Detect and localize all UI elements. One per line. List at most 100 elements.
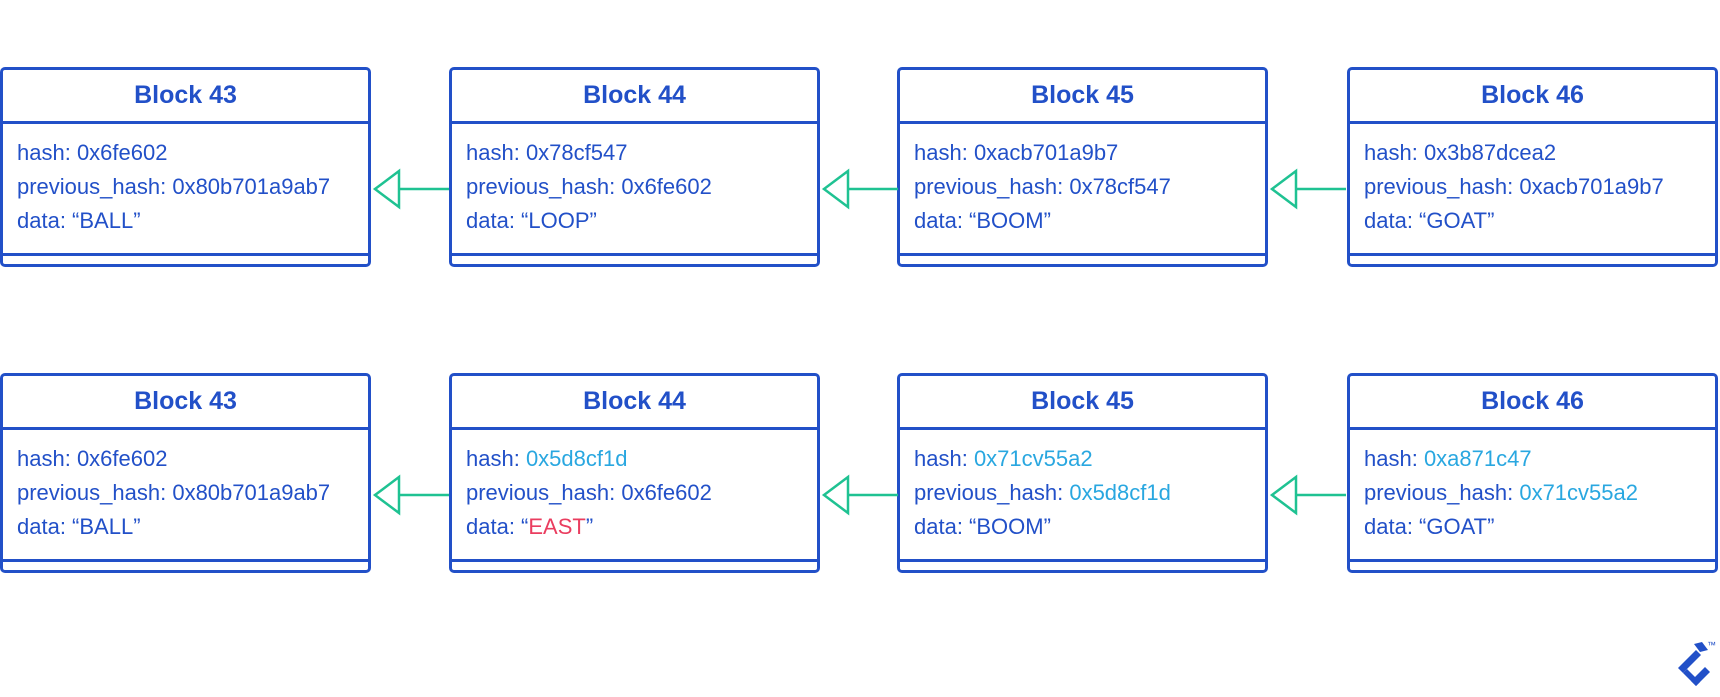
hash-label: hash: <box>1364 140 1424 165</box>
block-frame <box>449 67 820 267</box>
hash-line: hash: 0x71cv55a2 <box>914 442 1262 476</box>
data-value: GOAT <box>1426 514 1488 539</box>
data-close-quote: ” <box>133 208 141 233</box>
data-line: data: “GOAT” <box>1364 510 1712 544</box>
previous-hash-value: 0x80b701a9ab7 <box>172 174 331 199</box>
toptal-logo-icon: ™ <box>1672 638 1720 692</box>
block-title: Block 45 <box>900 376 1265 430</box>
block-frame <box>0 67 371 267</box>
hash-value: 0xacb701a9b7 <box>973 140 1119 165</box>
chain-link-arrow <box>820 373 900 573</box>
data-close-quote: ” <box>1487 514 1495 539</box>
data-close-quote: ” <box>589 208 597 233</box>
hash-line: hash: 0x6fe602 <box>17 442 365 476</box>
data-close-quote: ” <box>1487 208 1495 233</box>
data-value: BOOM <box>976 514 1044 539</box>
data-label: data: “ <box>1364 514 1427 539</box>
previous-hash-line: previous_hash: 0x80b701a9ab7 <box>17 476 365 510</box>
block-frame <box>0 373 371 573</box>
previous-hash-line: previous_hash: 0x6fe602 <box>466 170 814 204</box>
hash-value: 0xa871c47 <box>1423 446 1532 471</box>
block-frame <box>897 373 1268 573</box>
block-footer-rule <box>452 253 817 256</box>
previous-hash-label: previous_hash: <box>914 480 1070 505</box>
previous-hash-value: 0xacb701a9b7 <box>1519 174 1664 199</box>
data-label: data: “ <box>1364 208 1427 233</box>
previous-hash-value: 0x6fe602 <box>621 480 712 505</box>
hash-line: hash: 0xacb701a9b7 <box>914 136 1262 170</box>
previous-hash-value: 0x71cv55a2 <box>1519 480 1638 505</box>
previous-hash-value: 0x80b701a9ab7 <box>172 480 331 505</box>
previous-hash-value: 0x78cf547 <box>1069 174 1171 199</box>
data-label: data: “ <box>17 514 80 539</box>
hash-value: 0x6fe602 <box>76 446 168 471</box>
data-line: data: “BOOM” <box>914 204 1262 238</box>
previous-hash-line: previous_hash: 0xacb701a9b7 <box>1364 170 1712 204</box>
hash-line: hash: 0xa871c47 <box>1364 442 1712 476</box>
previous-hash-line: previous_hash: 0x6fe602 <box>466 476 814 510</box>
previous-hash-value: 0x5d8cf1d <box>1069 480 1171 505</box>
data-value: BALL <box>79 514 134 539</box>
block-fields: hash: 0xacb701a9b7 previous_hash: 0x78cf5… <box>914 136 1262 238</box>
data-line: data: “GOAT” <box>1364 204 1712 238</box>
previous-hash-value: 0x6fe602 <box>621 174 712 199</box>
previous-hash-line: previous_hash: 0x71cv55a2 <box>1364 476 1712 510</box>
block-title: Block 44 <box>452 376 817 430</box>
data-value: BALL <box>79 208 134 233</box>
previous-hash-line: previous_hash: 0x80b701a9ab7 <box>17 170 365 204</box>
block-footer-rule <box>3 253 368 256</box>
previous-hash-label: previous_hash: <box>914 174 1070 199</box>
chain-link-arrow <box>1268 373 1348 573</box>
hash-line: hash: 0x78cf547 <box>466 136 814 170</box>
data-value: BOOM <box>976 208 1044 233</box>
data-line: data: “EAST” <box>466 510 814 544</box>
block-title: Block 46 <box>1350 70 1715 124</box>
block-frame <box>1347 67 1718 267</box>
block-frame <box>1347 373 1718 573</box>
data-close-quote: ” <box>1043 514 1051 539</box>
previous-hash-label: previous_hash: <box>17 174 173 199</box>
chain-link-arrow <box>820 67 900 267</box>
hash-label: hash: <box>17 446 77 471</box>
block-footer-rule <box>900 253 1265 256</box>
hash-line: hash: 0x5d8cf1d <box>466 442 814 476</box>
trademark-symbol: ™ <box>1707 640 1716 650</box>
hash-label: hash: <box>466 140 526 165</box>
data-line: data: “BALL” <box>17 510 365 544</box>
hash-label: hash: <box>1364 446 1424 471</box>
block-title: Block 46 <box>1350 376 1715 430</box>
hash-label: hash: <box>17 140 77 165</box>
data-label: data: “ <box>17 208 80 233</box>
hash-value: 0x71cv55a2 <box>973 446 1093 471</box>
data-line: data: “BALL” <box>17 204 365 238</box>
data-value: EAST <box>528 514 586 539</box>
block-title: Block 43 <box>3 376 368 430</box>
data-label: data: “ <box>914 514 977 539</box>
hash-line: hash: 0x6fe602 <box>17 136 365 170</box>
chain-link-arrow <box>1268 67 1348 267</box>
arrow-icon <box>1269 474 1346 516</box>
previous-hash-line: previous_hash: 0x5d8cf1d <box>914 476 1262 510</box>
data-line: data: “BOOM” <box>914 510 1262 544</box>
previous-hash-label: previous_hash: <box>466 480 622 505</box>
block-frame <box>897 67 1268 267</box>
hash-value: 0x6fe602 <box>76 140 168 165</box>
block-frame <box>449 373 820 573</box>
previous-hash-label: previous_hash: <box>1364 174 1520 199</box>
data-label: data: “ <box>914 208 977 233</box>
chain-link-arrow <box>371 373 451 573</box>
